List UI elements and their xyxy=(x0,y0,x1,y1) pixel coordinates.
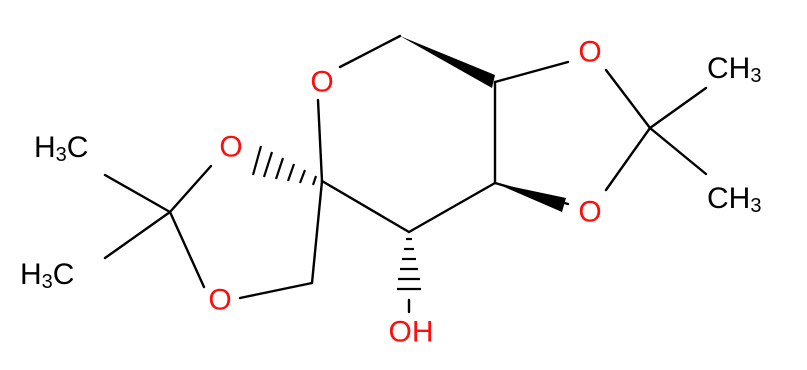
hash-spiro-o-6 xyxy=(251,145,263,176)
methyl-right-bottom-label: CH3 xyxy=(707,182,761,218)
methyl-right-top-label: CH3 xyxy=(707,52,761,88)
hash-spiro-o-2 xyxy=(298,169,307,184)
wedge-c-to-o-right-bottom xyxy=(495,183,566,212)
wedge-bonds xyxy=(400,36,566,212)
bond-ring-o-ch2 xyxy=(338,34,402,69)
bond-cq-methyl-top xyxy=(103,173,172,214)
bond-cq-methyl-bottom xyxy=(103,210,172,260)
bond-o-left-bottom-cq xyxy=(168,210,206,289)
atom-labels: O O O O O OH H3C H3C CH3 CH3 xyxy=(20,36,761,349)
dioxolane-right-bottom-oxygen-label: O xyxy=(578,196,601,229)
bond-cq-o-right-bottom xyxy=(604,126,652,192)
dioxolane-left-bottom-oxygen-label: O xyxy=(208,284,231,317)
hash-spiro-o-3 xyxy=(286,163,296,182)
single-bonds xyxy=(103,34,708,314)
ring-oxygen-label: O xyxy=(310,66,333,99)
hashed-bonds xyxy=(251,145,421,291)
hash-spiro-o-1 xyxy=(311,175,318,186)
bond-c-o-right-top xyxy=(493,60,570,84)
hash-spiro-o-5 xyxy=(262,151,274,178)
bond-cq-o-left-top xyxy=(168,164,213,214)
bond-ch2-o-left-bottom xyxy=(238,281,314,300)
bond-cq-methyl-right-top xyxy=(648,86,708,130)
hash-spiro-o-4 xyxy=(274,157,285,180)
bond-cq-methyl-right-bottom xyxy=(648,126,708,176)
bond-ring-c-c-bottom-left xyxy=(320,179,411,234)
bond-spiro-c-ch2 xyxy=(310,179,324,285)
methyl-left-bottom-label: H3C xyxy=(20,258,74,294)
bond-ring-c-c-bottom-right xyxy=(407,181,497,234)
hydroxyl-label: OH xyxy=(389,316,434,349)
methyl-left-top-label: H3C xyxy=(34,131,88,167)
wedge-ch2-to-c xyxy=(400,36,495,88)
bond-o-right-top-cq xyxy=(604,68,652,130)
dioxolane-right-top-oxygen-label: O xyxy=(578,36,601,69)
bond-spiro-c-ring-o xyxy=(316,98,324,183)
dioxolane-left-top-oxygen-label: O xyxy=(219,131,242,164)
